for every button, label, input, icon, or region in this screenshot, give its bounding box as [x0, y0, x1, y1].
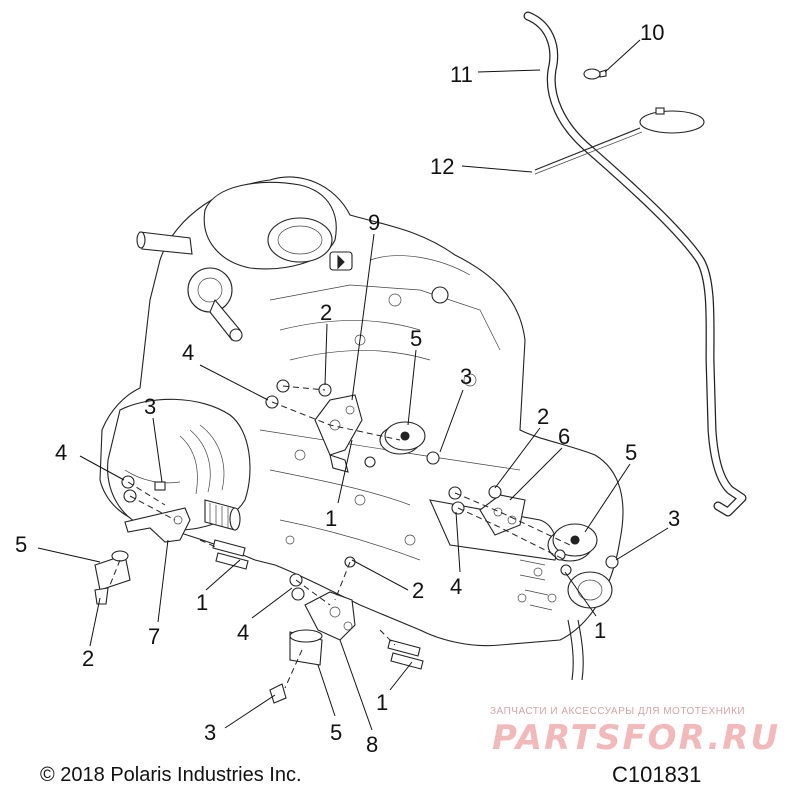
- callout-3-lower: 3: [204, 720, 216, 745]
- figure-id: C101831: [612, 762, 702, 787]
- callout-4-right: 4: [450, 574, 462, 599]
- callout-11: 11: [450, 62, 473, 87]
- callout-9: 9: [368, 210, 380, 235]
- callout-3-left: 3: [144, 394, 156, 419]
- callout-2-right: 2: [537, 404, 549, 429]
- callout-1-center: 1: [325, 506, 337, 531]
- watermark-brand: PARTSFOR.RU: [492, 718, 781, 758]
- assembly-lines: [109, 385, 571, 689]
- callout-4-lower: 4: [237, 620, 249, 645]
- cable-tie: [534, 107, 705, 175]
- callout-12: 12: [430, 154, 454, 179]
- callout-5-lower: 5: [330, 720, 342, 745]
- callout-1-left: 1: [196, 590, 208, 615]
- breather-tube: [523, 11, 747, 517]
- callout-5-upper: 5: [410, 326, 422, 351]
- callout-1-right: 1: [594, 618, 606, 643]
- isolator-upper: [379, 421, 426, 455]
- callout-2-left: 2: [82, 646, 94, 671]
- callout-labels: 10 11 12 9 2 5 3 4 3 4 2 6 5 3 1 5 2 7 1…: [15, 20, 680, 757]
- isolator-lower: [289, 629, 323, 666]
- hose-clamp: [583, 68, 607, 80]
- mount-bracket-8: [304, 591, 356, 641]
- callout-4-upper: 4: [182, 340, 194, 365]
- callout-3-upper: 3: [460, 364, 472, 389]
- callout-6: 6: [558, 424, 570, 449]
- callout-1-lower: 1: [376, 690, 388, 715]
- callout-5-right: 5: [625, 440, 637, 465]
- isolator-right: [547, 523, 598, 562]
- callout-10: 10: [640, 20, 664, 45]
- copyright-notice: © 2018 Polaris Industries Inc.: [40, 764, 302, 786]
- leader-lines: [37, 39, 669, 731]
- callout-2-lower: 2: [412, 578, 424, 603]
- callout-8: 8: [366, 732, 378, 757]
- callout-5-left: 5: [15, 532, 27, 557]
- callout-3-right: 3: [668, 506, 680, 531]
- watermark-caption: ЗАПЧАСТИ И АКСЕССУАРЫ ДЛЯ МОТОТЕХНИКИ: [490, 706, 746, 717]
- callout-4-left: 4: [55, 440, 67, 465]
- isolator-left: [94, 550, 131, 591]
- mount-bracket-9: [314, 394, 363, 473]
- callout-2-upper: 2: [320, 300, 332, 325]
- callout-7: 7: [148, 624, 160, 649]
